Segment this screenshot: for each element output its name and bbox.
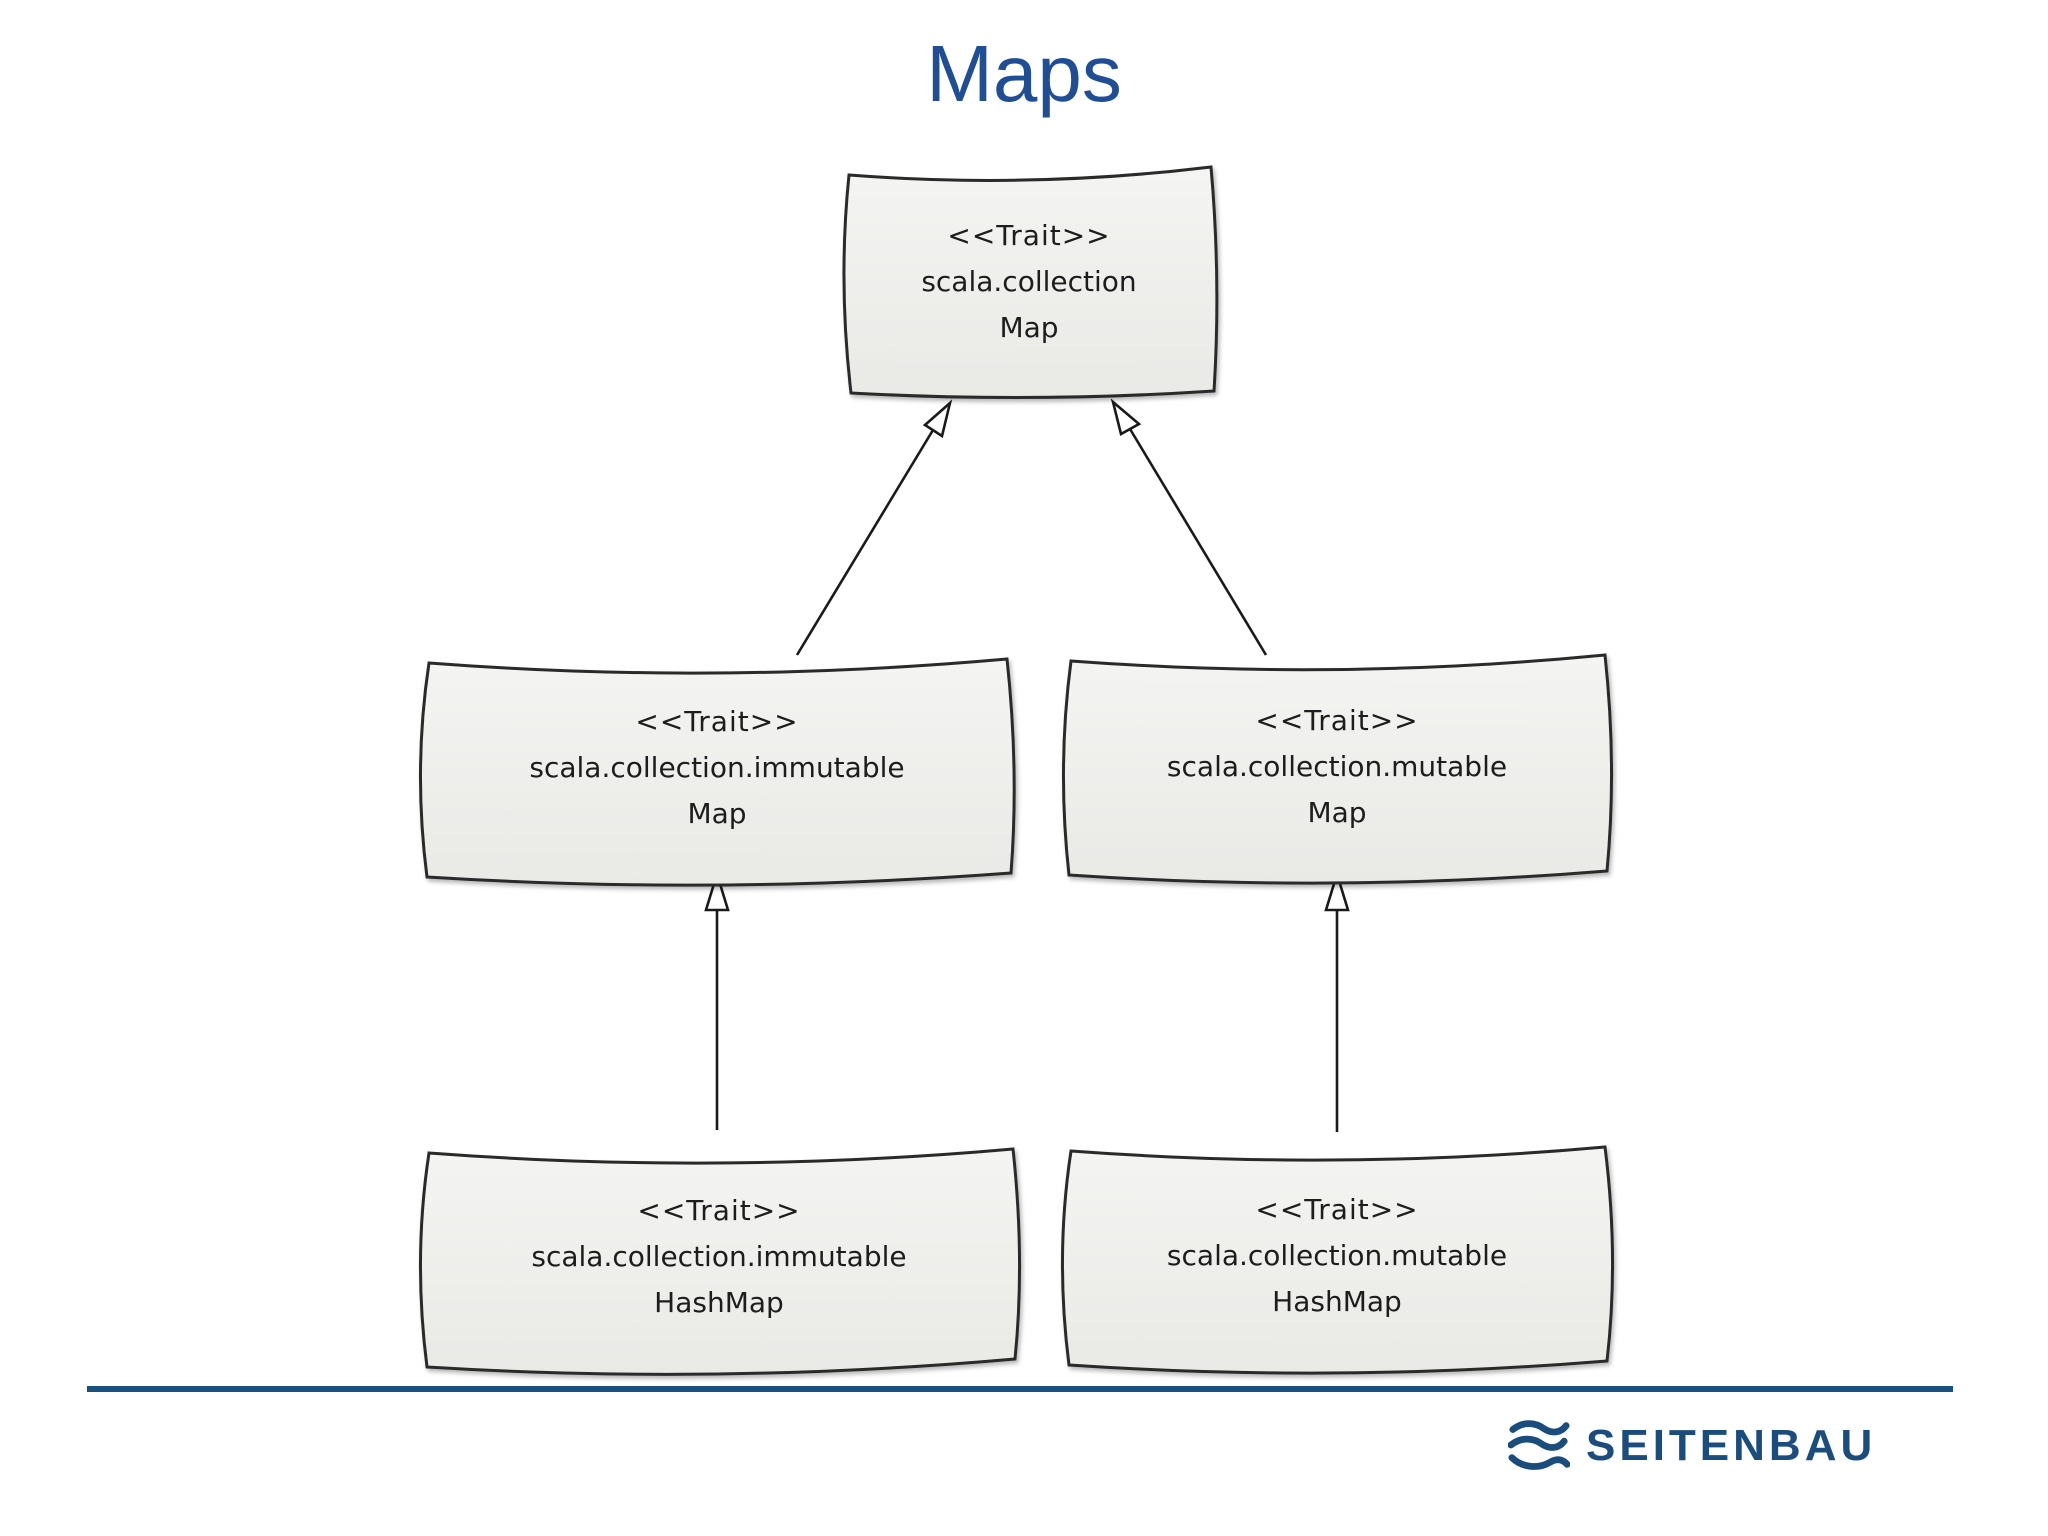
- node-box-immutable-map: [418, 657, 1016, 887]
- inheritance-arrow-mutable-map: [1128, 428, 1268, 656]
- inheritance-arrowhead-icon: [922, 399, 953, 439]
- inheritance-arrowhead-icon: [1110, 398, 1142, 436]
- inheritance-arrow-immutable-map: [795, 429, 935, 656]
- footer-divider: [87, 1386, 1953, 1392]
- seitenbau-logo: SEITENBAU: [1508, 1418, 1876, 1474]
- node-box-mutable-map: [1061, 653, 1614, 885]
- trait-boxes: [418, 165, 1615, 1376]
- node-box-immutable-hashmap: [418, 1147, 1022, 1376]
- inheritance-arrowhead-icon: [704, 869, 730, 912]
- waves-icon: [1508, 1420, 1570, 1470]
- inheritance-arrows: [704, 398, 1350, 1132]
- logo-text: SEITENBAU: [1586, 1421, 1877, 1470]
- node-box-scala-collection-map: [842, 165, 1219, 400]
- node-box-mutable-hashmap: [1060, 1145, 1615, 1375]
- page-title: Maps: [926, 29, 1122, 118]
- inheritance-arrowhead-icon: [1324, 869, 1350, 912]
